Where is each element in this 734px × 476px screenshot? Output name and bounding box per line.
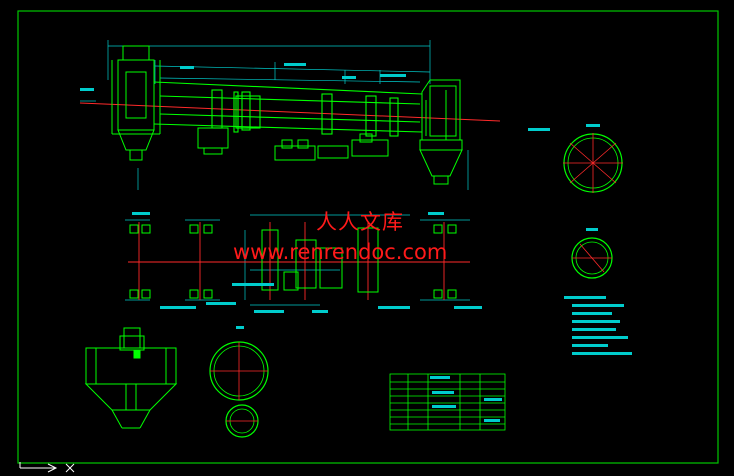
technical-notes [564, 296, 632, 355]
shell-cross-section-large [563, 124, 623, 193]
ucs-axis-icon [19, 462, 75, 473]
rotary-kiln-elevation [79, 40, 550, 190]
foundation-plan [125, 212, 482, 313]
tyre-section-views [209, 326, 269, 438]
drawing-frame [17, 10, 719, 464]
shell-cross-section-small [571, 228, 613, 279]
kiln-hood-detail [84, 327, 178, 429]
specification-table [389, 373, 506, 431]
